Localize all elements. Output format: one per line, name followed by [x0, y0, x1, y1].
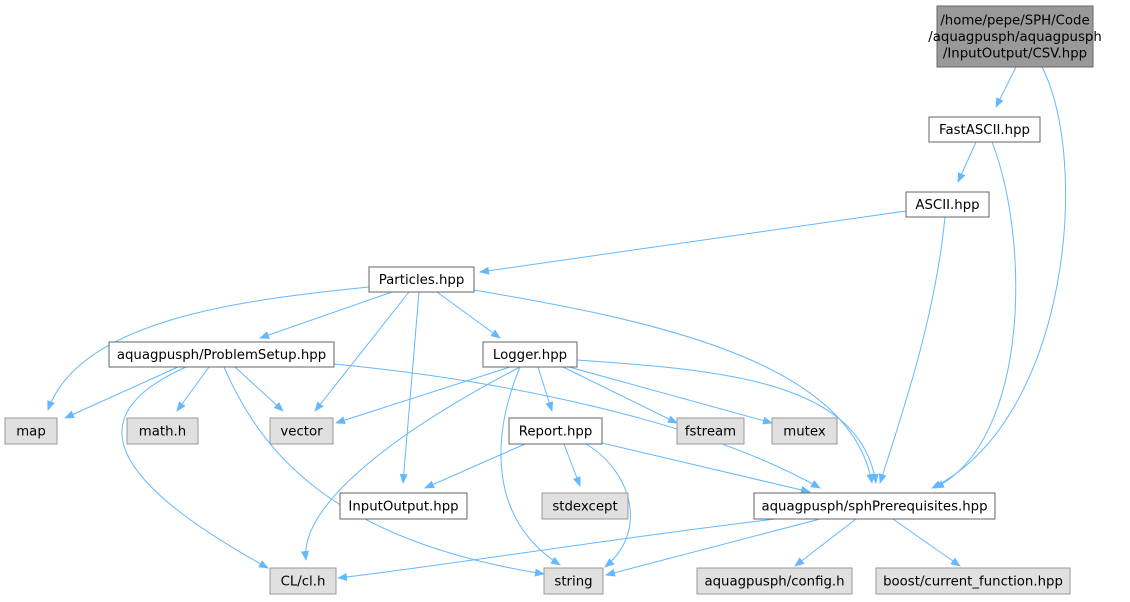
- edge-problemsetup-to-vector: [234, 366, 284, 412]
- edge-problemsetup-to-string: [223, 366, 545, 577]
- node-string: string: [543, 567, 604, 595]
- edge-ascii-to-particles: [479, 210, 907, 275]
- edge-logger-to-fstream: [562, 366, 678, 424]
- node-fstream: fstream: [676, 417, 745, 445]
- edges-layer: [47, 66, 1067, 581]
- node-label-ascii: ASCII.hpp: [915, 198, 979, 213]
- node-box-fstream: [676, 417, 745, 445]
- node-root[interactable]: /home/pepe/SPH/Code/aquagpusph/aquagpusp…: [928, 5, 1102, 68]
- edge-problemsetup-to-sphprereq: [333, 363, 821, 489]
- edge-fastascii-to-sphprereq: [934, 141, 1017, 489]
- node-label-mathh: math.h: [139, 424, 186, 439]
- node-label-config: aquagpusph/config.h: [704, 574, 844, 589]
- node-clh: CL/cl.h: [269, 567, 337, 595]
- node-label-vector: vector: [280, 424, 323, 439]
- node-boostfn: boost/current_function.hpp: [875, 567, 1071, 595]
- node-box-problemsetup: [108, 341, 335, 368]
- node-box-inputoutput: [339, 492, 468, 520]
- edge-report-to-stdexcept: [563, 443, 581, 487]
- node-box-fastascii: [928, 116, 1041, 143]
- node-label-report: Report.hpp: [519, 424, 593, 439]
- node-label-particles: Particles.hpp: [379, 273, 465, 288]
- node-label-sphprereq: aquagpusph/sphPrerequisites.hpp: [761, 499, 987, 514]
- node-sphprereq[interactable]: aquagpusph/sphPrerequisites.hpp: [753, 492, 996, 520]
- node-label-fastascii: FastASCII.hpp: [939, 123, 1030, 138]
- node-box-particles: [368, 266, 475, 293]
- node-label-string: string: [554, 574, 592, 589]
- node-box-report: [508, 417, 603, 445]
- node-label-mutex: mutex: [783, 424, 826, 439]
- node-problemsetup[interactable]: aquagpusph/ProblemSetup.hpp: [108, 341, 335, 368]
- edge-problemsetup-to-clh: [121, 366, 269, 569]
- node-box-string: [543, 567, 604, 595]
- edge-problemsetup-to-mathh: [176, 366, 210, 412]
- node-stdexcept: stdexcept: [541, 492, 629, 520]
- edge-logger-to-string: [500, 366, 561, 566]
- edge-sphprereq-to-clh: [337, 518, 776, 581]
- node-particles[interactable]: Particles.hpp: [368, 266, 475, 293]
- node-box-mathh: [126, 417, 199, 445]
- node-label-problemsetup: aquagpusph/ProblemSetup.hpp: [117, 348, 326, 363]
- edge-logger-to-clh: [300, 366, 521, 561]
- node-box-map: [4, 417, 58, 445]
- node-vector: vector: [269, 417, 334, 445]
- edge-sphprereq-to-boostfn: [892, 518, 961, 567]
- node-box-boostfn: [875, 567, 1071, 595]
- node-label-root: /home/pepe/SPH/Code: [940, 13, 1089, 28]
- edge-sphprereq-to-config: [794, 518, 857, 567]
- edge-particles-to-vector: [314, 291, 410, 412]
- node-box-stdexcept: [541, 492, 629, 520]
- node-box-clh: [269, 567, 337, 595]
- edge-fastascii-to-ascii: [957, 141, 977, 183]
- edge-logger-to-report: [537, 366, 554, 412]
- node-label-root: /aquagpusph/aquagpusph: [928, 30, 1102, 45]
- node-box-logger: [482, 341, 578, 368]
- node-label-fstream: fstream: [685, 424, 736, 439]
- node-logger[interactable]: Logger.hpp: [482, 341, 578, 368]
- edge-logger-to-vector: [335, 366, 511, 425]
- edge-report-to-inputoutput: [424, 443, 526, 489]
- node-box-vector: [269, 417, 334, 445]
- node-label-inputoutput: InputOutput.hpp: [348, 499, 458, 514]
- node-box-root: [936, 5, 1094, 68]
- node-inputoutput[interactable]: InputOutput.hpp: [339, 492, 468, 520]
- node-ascii[interactable]: ASCII.hpp: [905, 191, 990, 218]
- node-label-stdexcept: stdexcept: [552, 499, 617, 514]
- node-label-boostfn: boost/current_function.hpp: [883, 574, 1063, 589]
- edge-ascii-to-sphprereq: [878, 216, 946, 484]
- node-box-sphprereq: [753, 492, 996, 520]
- node-label-root: /InputOutput/CSV.hpp: [943, 46, 1087, 61]
- node-box-config: [696, 567, 853, 595]
- node-label-logger: Logger.hpp: [493, 348, 567, 363]
- node-mutex: mutex: [771, 417, 838, 445]
- edge-root-to-fastascii: [995, 66, 1017, 108]
- nodes-layer: /home/pepe/SPH/Code/aquagpusph/aquagpusp…: [4, 5, 1102, 595]
- node-map: map: [4, 417, 58, 445]
- edge-logger-to-sphprereq: [576, 359, 879, 484]
- edge-particles-to-logger: [436, 291, 501, 339]
- edge-root-to-sphprereq: [931, 66, 1067, 489]
- edge-particles-to-inputoutput: [399, 291, 420, 484]
- node-label-map: map: [16, 424, 46, 439]
- edge-report-to-string: [585, 443, 631, 568]
- edge-particles-to-problemsetup: [259, 291, 393, 339]
- edge-problemsetup-to-map: [64, 366, 179, 419]
- node-report[interactable]: Report.hpp: [508, 417, 603, 445]
- edge-logger-to-mutex: [568, 366, 773, 425]
- node-box-mutex: [771, 417, 838, 445]
- node-config: aquagpusph/config.h: [696, 567, 853, 595]
- node-label-clh: CL/cl.h: [281, 574, 326, 589]
- node-fastascii[interactable]: FastASCII.hpp: [928, 116, 1041, 143]
- node-mathh: math.h: [126, 417, 199, 445]
- node-box-ascii: [905, 191, 990, 218]
- edge-sphprereq-to-string: [605, 518, 821, 577]
- edge-particles-to-map: [47, 286, 370, 411]
- edge-report-to-sphprereq: [601, 442, 811, 494]
- edge-particles-to-sphprereq: [473, 289, 875, 484]
